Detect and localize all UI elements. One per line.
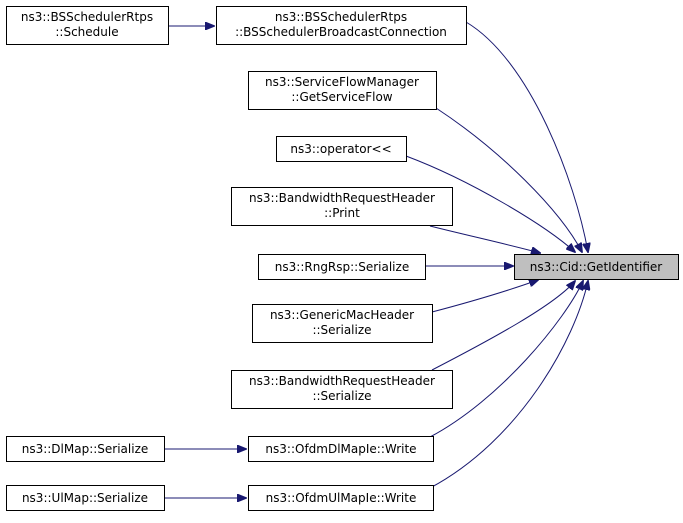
svg-text:ns3::ServiceFlowManager: ns3::ServiceFlowManager xyxy=(265,75,419,89)
svg-text:ns3::OfdmDlMapIe::Write: ns3::OfdmDlMapIe::Write xyxy=(265,442,416,456)
node-bwserialize[interactable]: ns3::BandwidthRequestHeader ::Serialize xyxy=(231,370,453,409)
node-genericmac[interactable]: ns3::GenericMacHeader ::Serialize xyxy=(252,304,433,343)
node-target[interactable]: ns3::Cid::GetIdentifier xyxy=(514,254,679,280)
edge-dlwrite-target xyxy=(429,281,583,438)
svg-text:::Serialize: ::Serialize xyxy=(312,323,371,337)
node-bwprint[interactable]: ns3::BandwidthRequestHeader ::Print xyxy=(231,187,453,226)
svg-text:ns3::BandwidthRequestHeader: ns3::BandwidthRequestHeader xyxy=(249,191,435,205)
edge-broadcast-target xyxy=(465,21,588,252)
svg-text:::Schedule: ::Schedule xyxy=(55,25,118,39)
edge-serviceflow-target xyxy=(435,107,582,252)
svg-text:ns3::UlMap::Serialize: ns3::UlMap::Serialize xyxy=(22,491,148,505)
node-ulwrite[interactable]: ns3::OfdmUlMapIe::Write xyxy=(248,485,434,511)
svg-text:ns3::GenericMacHeader: ns3::GenericMacHeader xyxy=(270,308,414,322)
edge-bwprint-target xyxy=(429,225,540,253)
svg-text:::BSSchedulerBroadcastConnecti: ::BSSchedulerBroadcastConnection xyxy=(235,25,447,39)
node-serviceflow[interactable]: ns3::ServiceFlowManager ::GetServiceFlow xyxy=(248,71,437,110)
svg-text:ns3::Cid::GetIdentifier: ns3::Cid::GetIdentifier xyxy=(530,260,663,274)
svg-text:ns3::operator<<: ns3::operator<< xyxy=(290,142,391,156)
edge-genericmac-target xyxy=(431,280,538,313)
svg-text:ns3::DlMap::Serialize: ns3::DlMap::Serialize xyxy=(22,442,149,456)
svg-text:::GetServiceFlow: ::GetServiceFlow xyxy=(291,90,392,104)
svg-text:ns3::RngRsp::Serialize: ns3::RngRsp::Serialize xyxy=(275,260,409,274)
node-operator[interactable]: ns3::operator<< xyxy=(276,136,407,162)
node-broadcast[interactable]: ns3::BSSchedulerRtps ::BSSchedulerBroadc… xyxy=(216,6,467,45)
svg-text:::Serialize: ::Serialize xyxy=(312,389,371,403)
svg-text:ns3::BandwidthRequestHeader: ns3::BandwidthRequestHeader xyxy=(249,374,435,388)
svg-text:ns3::OfdmUlMapIe::Write: ns3::OfdmUlMapIe::Write xyxy=(266,491,417,505)
edge-operator-target xyxy=(405,155,575,252)
svg-text:::Print: ::Print xyxy=(324,206,360,220)
edge-bwserialize-target xyxy=(431,281,575,371)
svg-text:ns3::BSSchedulerRtps: ns3::BSSchedulerRtps xyxy=(275,10,407,24)
node-ulmap[interactable]: ns3::UlMap::Serialize xyxy=(6,485,165,511)
node-dlwrite[interactable]: ns3::OfdmDlMapIe::Write xyxy=(248,436,434,462)
svg-text:ns3::BSSchedulerRtps: ns3::BSSchedulerRtps xyxy=(21,10,153,24)
edge-ulwrite-target xyxy=(429,281,588,489)
node-rngrsp[interactable]: ns3::RngRsp::Serialize xyxy=(258,254,426,280)
node-dlmap[interactable]: ns3::DlMap::Serialize xyxy=(6,436,165,462)
edges xyxy=(164,21,588,498)
node-schedule[interactable]: ns3::BSSchedulerRtps ::Schedule xyxy=(6,6,169,45)
